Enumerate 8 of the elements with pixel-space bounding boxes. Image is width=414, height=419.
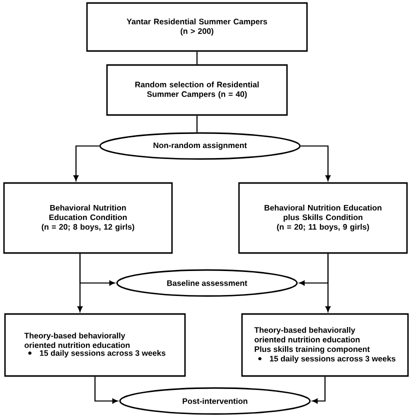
arrow (312, 376, 326, 404)
connector-line (196, 52, 198, 64)
connector-line (196, 116, 198, 132)
arrow (77, 254, 83, 312)
arrow (325, 254, 331, 312)
arrow (73, 145, 100, 181)
arrow (94, 376, 118, 404)
arrow (300, 145, 331, 181)
